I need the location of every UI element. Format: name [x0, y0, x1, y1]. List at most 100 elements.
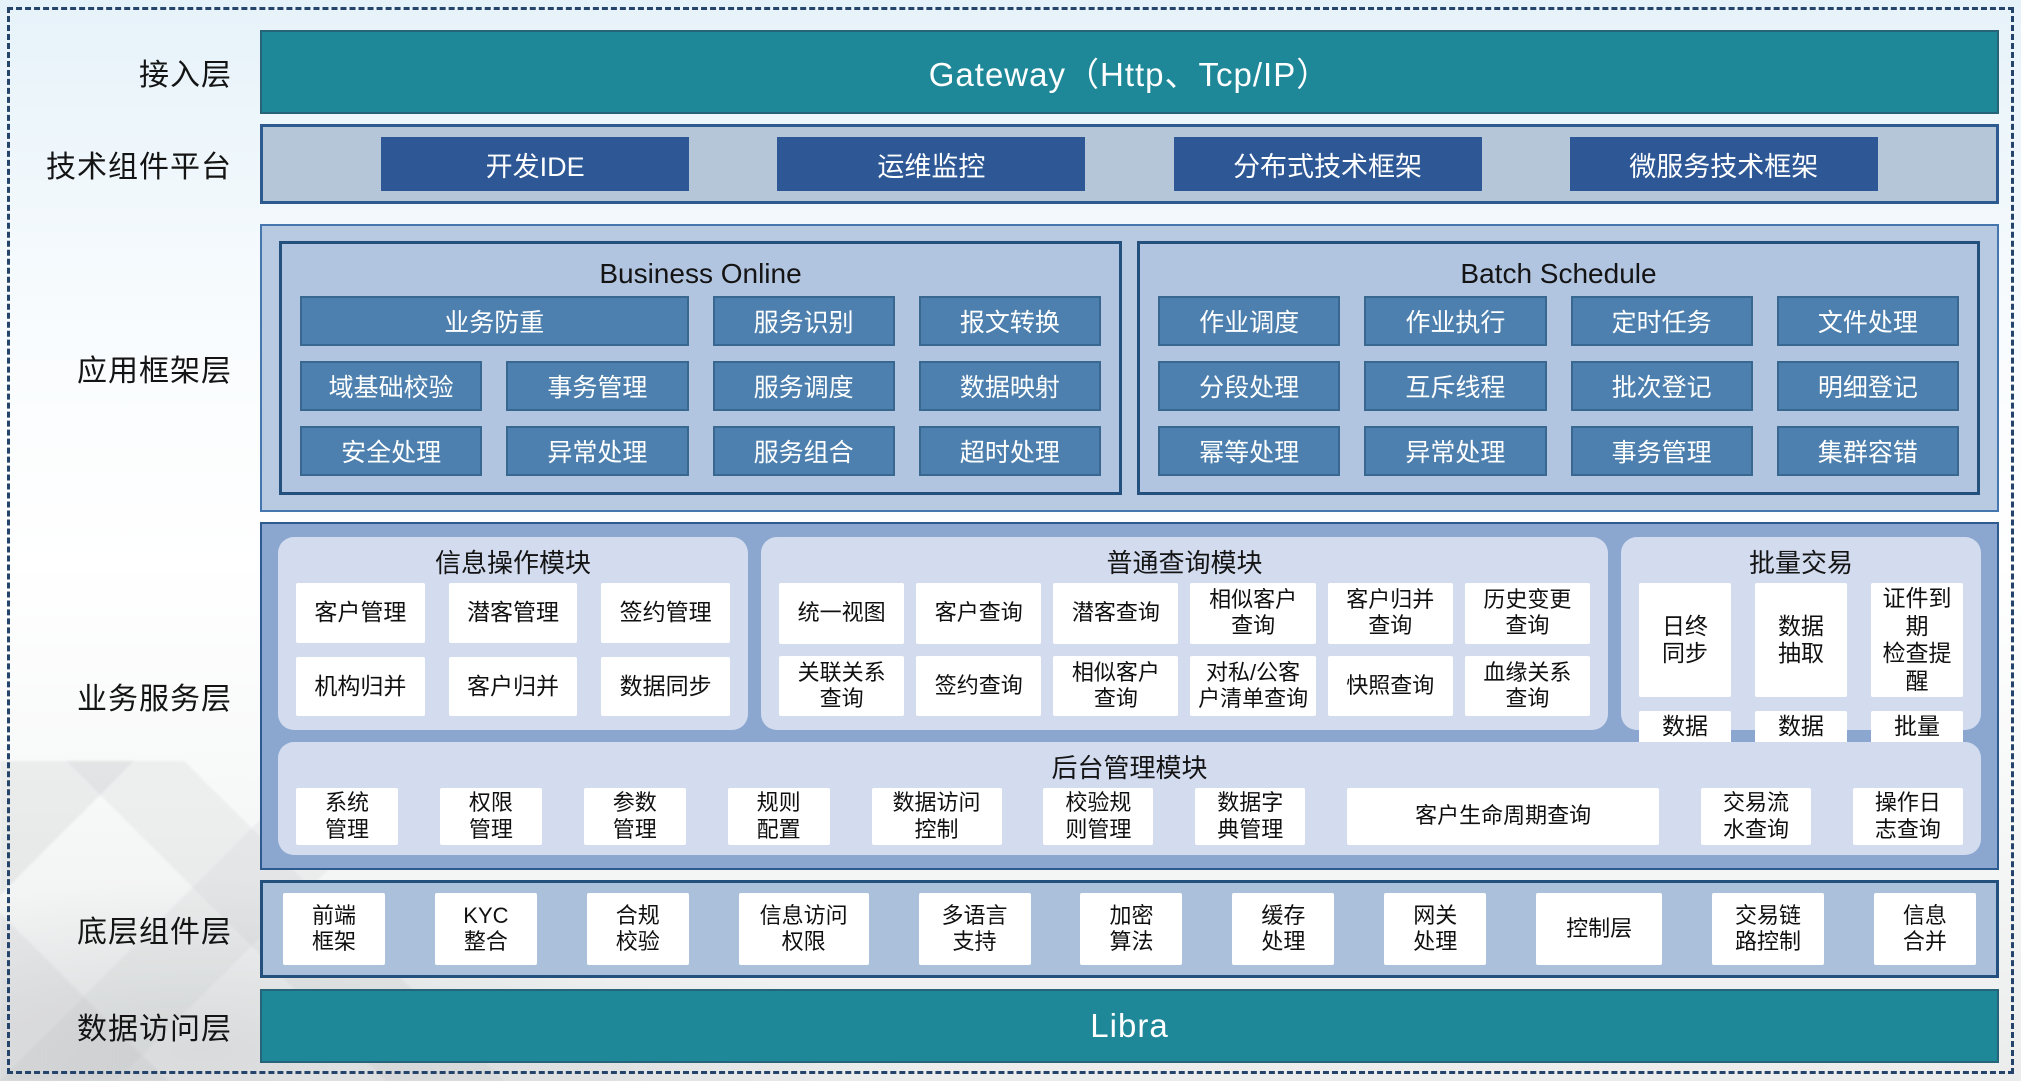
query-module-panel: 普通查询模块 统一视图客户查询潜客查询相似客户 查询客户归并 查询历史变更 查询…: [761, 537, 1608, 731]
batch-transaction-title: 批量交易: [1748, 548, 1853, 578]
layer-label-data-access: 数据访问层: [77, 1013, 232, 1046]
service-cell: 参数 管理: [583, 788, 686, 845]
service-cell: 历史变更 查询: [1464, 583, 1590, 644]
query-module-grid: 统一视图客户查询潜客查询相似客户 查询客户归并 查询历史变更 查询关联关系 查询…: [779, 583, 1590, 717]
layer-label-tech-platform: 技术组件平台: [46, 151, 232, 184]
framework-capability-box: 业务防重: [300, 296, 689, 346]
admin-module-panel: 后台管理模块 系统 管理权限 管理参数 管理规则 配置数据访问 控制校验规 则管…: [278, 742, 1981, 855]
gateway-bar-text: Gateway（Http、Tcp/IP）: [928, 56, 1331, 93]
framework-capability-box: 安全处理: [300, 426, 483, 476]
base-components-box: 前端 框架 KYC 整合合规 校验信息访问 权限多语言 支持加密 算法缓存 处理网…: [260, 880, 1999, 978]
framework-capability-box: 报文转换: [918, 296, 1101, 346]
layer-app-framework: 应用框架层 Business Online 业务防重服务识别报文转换域基础校验事…: [10, 224, 1999, 512]
libra-bar-text: Libra: [1090, 1007, 1169, 1044]
info-operation-grid: 客户管理潜客管理签约管理机构归并客户归并数据同步: [296, 583, 730, 717]
framework-capability-box: 互斥线程: [1364, 361, 1547, 411]
component-cell: 合规 校验: [586, 893, 689, 965]
service-cell: 签约查询: [916, 655, 1042, 717]
batch-schedule-grid: 作业调度作业执行定时任务文件处理分段处理互斥线程批次登记明细登记幂等处理异常处理…: [1158, 296, 1959, 476]
service-cell: 签约管理: [601, 583, 730, 643]
business-service-box: 信息操作模块 客户管理潜客管理签约管理机构归并客户归并数据同步 普通查询模块 统…: [260, 522, 1999, 870]
service-cell: 规则 配置: [727, 788, 830, 845]
component-cell: 加密 算法: [1080, 893, 1183, 965]
service-cell: 机构归并: [296, 656, 425, 717]
service-cell: 数据字 典管理: [1195, 788, 1306, 845]
layer-access: 接入层 Gateway（Http、Tcp/IP）: [10, 30, 1999, 114]
info-operation-module-title: 信息操作模块: [434, 548, 591, 578]
service-cell: 系统 管理: [296, 788, 398, 845]
layer-label-base-components: 底层组件层: [77, 916, 232, 949]
service-cell: 数据访问 控制: [871, 788, 1002, 845]
service-cell: 相似客户 查询: [1190, 583, 1316, 644]
framework-capability-box: 文件处理: [1776, 296, 1959, 346]
dashed-frame: 接入层 Gateway（Http、Tcp/IP） 技术组件平台 开发IDE 运维监…: [7, 7, 2014, 1074]
framework-capability-box: 超时处理: [918, 426, 1101, 476]
framework-capability-box: 明细登记: [1776, 361, 1959, 411]
component-cell: 前端 框架: [283, 893, 385, 965]
admin-module-title: 后台管理模块: [1051, 753, 1208, 784]
framework-capability-box: 集群容错: [1776, 426, 1959, 476]
query-module-title: 普通查询模块: [1106, 548, 1263, 578]
gateway-bar: Gateway（Http、Tcp/IP）: [260, 30, 1999, 114]
base-components-row: 前端 框架 KYC 整合合规 校验信息访问 权限多语言 支持加密 算法缓存 处理网…: [283, 893, 1976, 965]
tech-platform-box: 开发IDE: [381, 137, 690, 191]
component-cell: 缓存 处理: [1232, 893, 1335, 965]
libra-bar: Libra: [260, 989, 1999, 1063]
service-cell: 对私/公客 户清单查询: [1190, 655, 1316, 717]
layer-label-access: 接入层: [139, 59, 232, 92]
framework-capability-box: 服务组合: [712, 426, 895, 476]
component-cell: KYC 整合: [434, 893, 537, 965]
service-cell: 相似客户 查询: [1053, 655, 1179, 717]
admin-module-row: 系统 管理权限 管理参数 管理规则 配置数据访问 控制校验规 则管理数据字 典管…: [296, 788, 1963, 845]
framework-capability-box: 分段处理: [1158, 361, 1341, 411]
service-cell: 交易流 水查询: [1701, 788, 1811, 845]
service-cell: 校验规 则管理: [1043, 788, 1154, 845]
framework-capability-box: 服务调度: [712, 361, 895, 411]
framework-capability-box: 作业调度: [1158, 296, 1341, 346]
service-cell: 客户归并 查询: [1327, 583, 1453, 644]
framework-capability-box: 服务识别: [712, 296, 895, 346]
tech-platform-box: 分布式技术框架: [1173, 137, 1482, 191]
framework-capability-box: 事务管理: [1570, 426, 1753, 476]
service-cell: 关联关系 查询: [779, 655, 905, 717]
component-cell: 控制层: [1536, 893, 1663, 965]
component-cell: 网关 处理: [1384, 893, 1487, 965]
framework-capability-box: 作业执行: [1364, 296, 1547, 346]
app-framework-box: Business Online 业务防重服务识别报文转换域基础校验事务管理服务调…: [260, 224, 1999, 512]
component-cell: 多语言 支持: [918, 893, 1031, 965]
service-cell: 客户生命周期查询: [1347, 788, 1660, 845]
framework-capability-box: 定时任务: [1570, 296, 1753, 346]
service-cell: 潜客查询: [1053, 583, 1179, 644]
layer-data-access: 数据访问层 Libra: [10, 989, 1999, 1063]
layer-label-business-service: 业务服务层: [77, 683, 232, 716]
business-online-group: Business Online 业务防重服务识别报文转换域基础校验事务管理服务调…: [279, 241, 1122, 495]
business-service-modules: 信息操作模块 客户管理潜客管理签约管理机构归并客户归并数据同步 普通查询模块 统…: [278, 537, 1981, 771]
layer-business-service: 业务服务层 信息操作模块 客户管理潜客管理签约管理机构归并客户归并数据同步 普通…: [10, 522, 1999, 870]
service-cell: 客户管理: [296, 583, 425, 643]
framework-capability-box: 批次登记: [1570, 361, 1753, 411]
service-cell: 统一视图: [779, 583, 905, 644]
framework-capability-box: 异常处理: [1364, 426, 1547, 476]
business-online-grid: 业务防重服务识别报文转换域基础校验事务管理服务调度数据映射安全处理异常处理服务组…: [300, 296, 1101, 476]
component-cell: 交易链 路控制: [1712, 893, 1825, 965]
service-cell: 权限 管理: [439, 788, 542, 845]
service-cell: 血缘关系 查询: [1464, 655, 1590, 717]
service-cell: 操作日 志查询: [1852, 788, 1963, 845]
framework-capability-box: 幂等处理: [1158, 426, 1341, 476]
tech-platform-box: 运维监控: [777, 137, 1086, 191]
framework-capability-box: 异常处理: [506, 426, 689, 476]
component-cell: 信息访问 权限: [738, 893, 869, 965]
service-cell: 数据 抽取: [1755, 583, 1847, 698]
framework-capability-box: 域基础校验: [300, 361, 483, 411]
service-cell: 潜客管理: [448, 583, 578, 643]
info-operation-module-panel: 信息操作模块 客户管理潜客管理签约管理机构归并客户归并数据同步: [278, 537, 748, 731]
service-cell: 证件到期 检查提醒: [1871, 583, 1963, 698]
service-cell: 客户归并: [448, 656, 578, 717]
component-cell: 信息 合并: [1873, 893, 1976, 965]
framework-capability-box: 数据映射: [918, 361, 1101, 411]
layer-base-components: 底层组件层 前端 框架 KYC 整合合规 校验信息访问 权限多语言 支持加密 算法…: [10, 880, 1999, 978]
